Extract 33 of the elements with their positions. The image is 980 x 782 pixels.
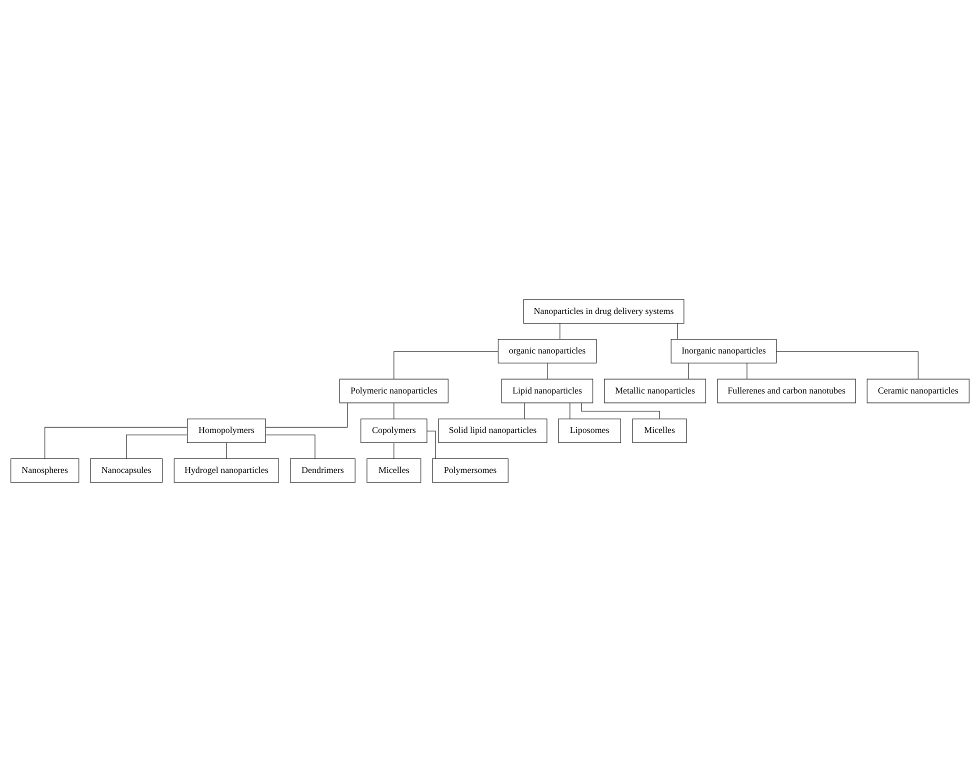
node-box: Micelles [366, 458, 422, 483]
node-box: Polymeric nanoparticles [339, 378, 448, 404]
node-box: Homopolymers [186, 418, 266, 443]
connector [524, 402, 525, 420]
connector [688, 362, 689, 380]
node-box: organic nanoparticles [498, 339, 597, 364]
node-box: Liposomes [558, 418, 622, 443]
node-box: Copolymers [360, 418, 428, 443]
node-box: Inorganic nanoparticles [670, 339, 777, 364]
node-box: Solid lipid nanoparticles [438, 418, 548, 443]
connector [776, 351, 918, 380]
node-box: Hydrogel nanoparticles [174, 458, 280, 483]
node-box: Nanospheres [10, 458, 80, 483]
node-box: Micelles [632, 418, 687, 443]
node-box: Metallic nanoparticles [604, 378, 706, 404]
node-box: Lipid nanoparticles [501, 378, 594, 404]
connector [746, 362, 748, 380]
connector [426, 430, 436, 459]
node-box: Polymersomes [432, 458, 508, 483]
connector [265, 402, 348, 428]
connector [126, 434, 188, 459]
connector [546, 362, 548, 380]
node-box: Fullerenes and carbon nanotubes [717, 378, 856, 404]
connector [44, 426, 188, 459]
node-box: Nanocapsules [90, 458, 163, 483]
connector [226, 442, 227, 459]
connector [677, 323, 678, 340]
connector [581, 402, 660, 420]
connector [394, 351, 498, 380]
node-box: Dendrimers [290, 458, 356, 483]
node-box: Nanoparticles in drug delivery systems [523, 299, 684, 324]
connector [265, 434, 316, 459]
node-box: Ceramic nanoparticles [866, 378, 970, 404]
